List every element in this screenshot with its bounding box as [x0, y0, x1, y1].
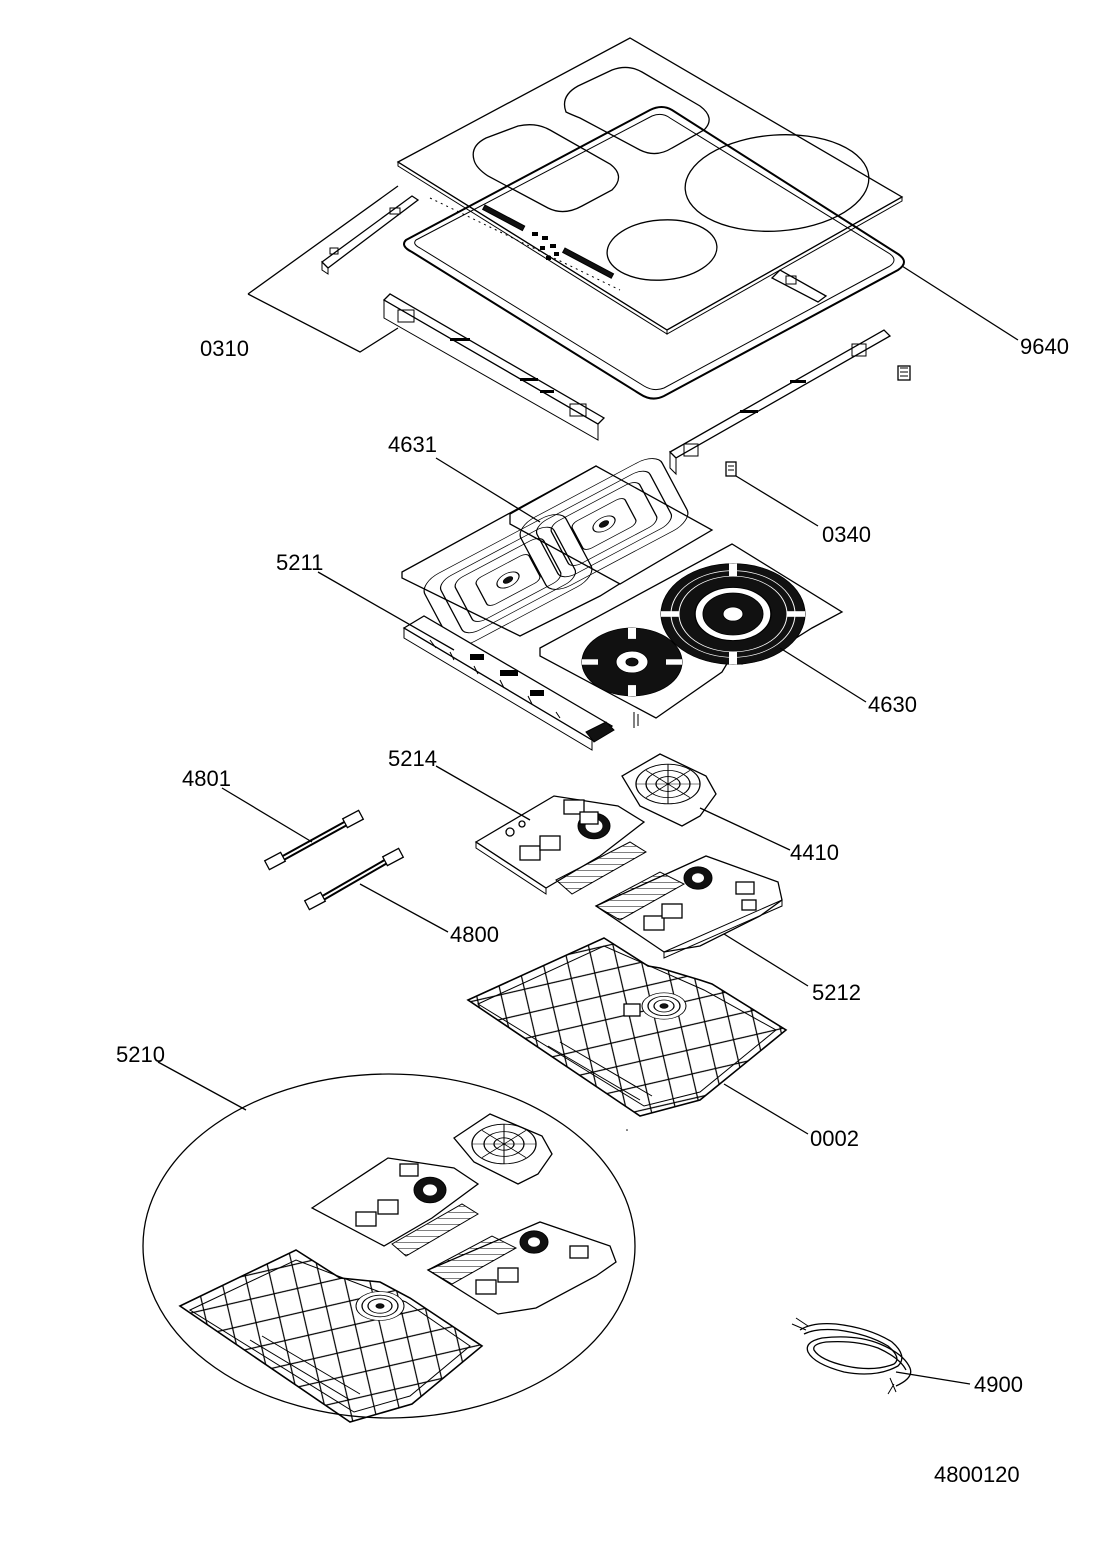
power-board-right-5212 [594, 855, 783, 959]
part-label-5211: 5211 [276, 550, 323, 575]
part-label-4631: 4631 [388, 432, 437, 457]
power-board-left-5214 [474, 795, 647, 895]
part-label-4630: 4630 [868, 692, 917, 717]
clip-upper [897, 365, 911, 381]
speck-mark [626, 1129, 628, 1131]
kit-power-board-left [310, 1157, 480, 1257]
part-label-0310: 0310 [200, 336, 249, 361]
power-cable-4900 [791, 1317, 912, 1395]
fan-4410 [621, 753, 717, 827]
glass-gasket-frame [403, 106, 905, 400]
coil-plate-front-4630 [539, 543, 844, 728]
bracket-group-outline [247, 185, 399, 353]
side-bracket-rear-left [321, 195, 420, 275]
ribbon-cable-4801 [263, 809, 365, 871]
part-label-9640: 9640 [1020, 334, 1069, 359]
bottom-housing-0002 [466, 937, 788, 1117]
part-label-4800: 4800 [450, 922, 499, 947]
ceramic-glass-top [396, 37, 904, 335]
drawing-number: 4800120 [934, 1462, 1020, 1487]
part-label-5210: 5210 [116, 1042, 165, 1067]
part-label-4900: 4900 [974, 1372, 1023, 1397]
clip-0340 [725, 461, 737, 477]
side-bracket-rear-right [770, 269, 828, 303]
part-label-5212: 5212 [812, 980, 861, 1005]
side-bracket-front-left [382, 293, 606, 441]
kit-fan [453, 1113, 553, 1185]
part-label-0002: 0002 [810, 1126, 859, 1151]
coil-plate-rear-4631 [401, 458, 714, 646]
leader-lines [157, 265, 1019, 1385]
kit-group-ellipse [142, 1073, 636, 1419]
kit-bottom-housing [178, 1249, 484, 1423]
part-label-4801: 4801 [182, 766, 231, 791]
part-label-4410: 4410 [790, 840, 839, 865]
kit-power-board-right [426, 1221, 617, 1315]
part-label-0340: 0340 [822, 522, 871, 547]
control-board-5211 [402, 615, 615, 751]
ribbon-cable-4800 [303, 847, 405, 911]
side-bracket-front-right [668, 329, 892, 476]
part-label-5214: 5214 [388, 746, 437, 771]
